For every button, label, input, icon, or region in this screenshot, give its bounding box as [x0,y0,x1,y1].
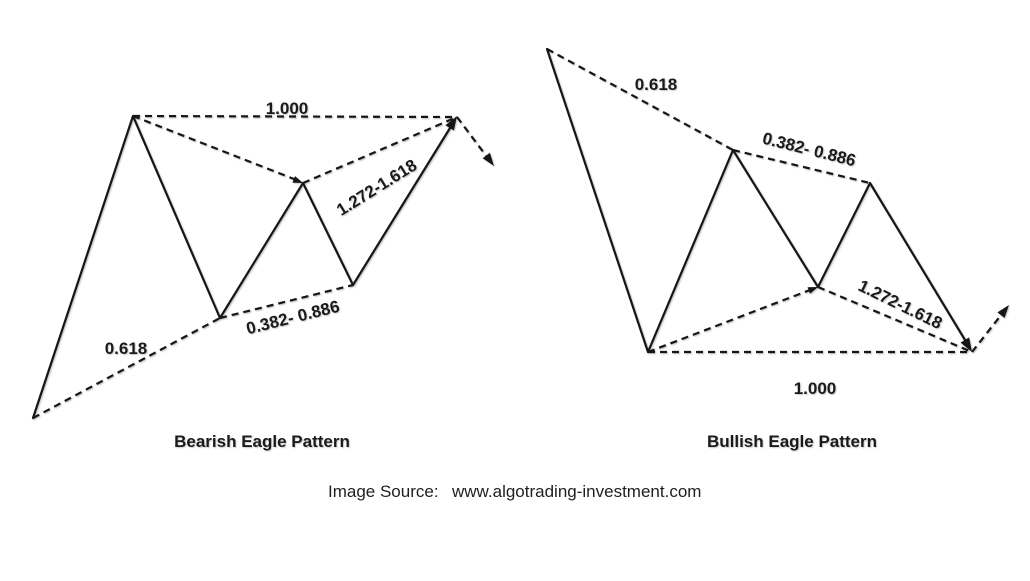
bearish-label-1000: 1.000 [266,99,309,118]
bullish-projection-arrowhead [997,305,1009,318]
bullish-ratio-line-1272-1618 [817,285,973,354]
bearish-pattern-labels: 1.000 0.618 0.382- 0.886 1.272-1.618 Bea… [105,99,421,451]
bullish-a-c-arrowhead [807,287,818,294]
bearish-projection-line [456,116,488,158]
bearish-projection-arrowhead [482,152,494,166]
bullish-pattern-title: Bullish Eagle Pattern [707,432,877,451]
bearish-pattern-lines [31,114,494,420]
bullish-pattern-lines [545,47,1009,354]
bullish-dashed-line-a-c [647,288,811,354]
source-credit: Image Source: www.algotrading-investment… [328,482,701,501]
source-credit-prefix: Image Source: [328,482,439,501]
source-credit-url: www.algotrading-investment.com [451,482,701,501]
bullish-projection-line [971,314,1002,353]
bullish-label-1000: 1.000 [794,379,837,398]
bearish-price-zigzag-line [31,114,452,420]
bullish-label-0382-0886: 0.382- 0.886 [761,129,858,171]
bearish-dashed-line-a-c [132,114,295,181]
bearish-zigzag-arrowhead [445,116,457,131]
bearish-ratio-line-1000 [132,114,458,119]
bearish-label-1272-1618: 1.272-1.618 [333,155,420,219]
bullish-price-zigzag-line [545,47,967,354]
bullish-pattern-labels: 0.618 0.382- 0.886 1.272-1.618 1.000 Bul… [635,75,945,451]
bearish-label-0618: 0.618 [105,339,148,358]
bearish-ratio-line-0382-0886 [219,283,354,320]
bearish-ratio-line-1272-1618 [302,115,458,185]
bullish-label-0618: 0.618 [635,75,678,94]
bearish-label-0382-0886: 0.382- 0.886 [244,297,341,339]
bearish-a-c-arrowhead [292,176,303,183]
bullish-zigzag-arrowhead [960,337,972,352]
bearish-pattern-title: Bearish Eagle Pattern [174,432,350,451]
